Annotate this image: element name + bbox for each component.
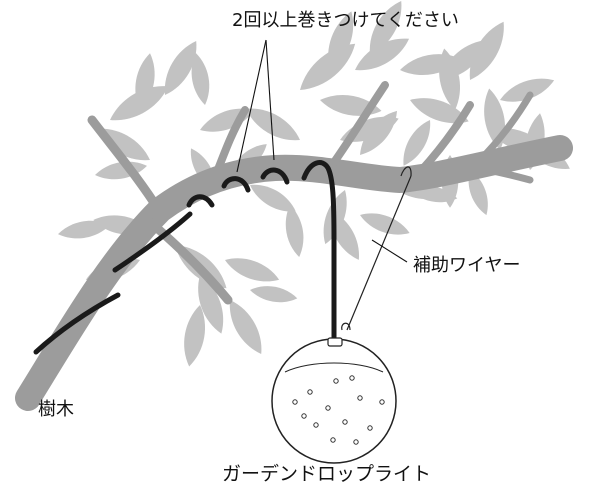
leaf <box>221 251 283 289</box>
cable-mid <box>112 211 193 273</box>
leader-wrap-1 <box>236 39 267 173</box>
leader-wrap-2 <box>265 39 275 161</box>
branch <box>206 106 249 194</box>
power-cable <box>33 160 337 355</box>
leaf <box>292 35 363 99</box>
callout-lines <box>236 39 408 263</box>
cable-loop <box>186 194 215 208</box>
globe-rim <box>284 362 384 373</box>
branch <box>87 115 165 217</box>
globe-holes <box>292 375 385 445</box>
wire-line <box>346 175 412 331</box>
cable-drop <box>301 160 337 341</box>
leaf <box>248 282 299 306</box>
label-support-wire: 補助ワイヤー <box>413 255 521 276</box>
garden-drop-light <box>271 337 397 464</box>
leaf <box>281 203 308 259</box>
leaf <box>357 207 413 241</box>
branch <box>326 81 389 172</box>
globe <box>271 338 397 464</box>
support-wire <box>341 166 412 331</box>
branch <box>441 161 534 184</box>
wire-ring <box>341 322 351 331</box>
branch <box>476 91 534 164</box>
light-cap <box>327 337 343 347</box>
cable-loop <box>221 176 251 193</box>
label-wrap-instruction: 2回以上巻きつけてください <box>232 10 459 31</box>
branch <box>416 101 474 176</box>
wire-hook <box>400 166 412 177</box>
leader-wire <box>371 239 408 263</box>
label-tree: 樹木 <box>38 399 74 420</box>
cable-lower <box>33 292 121 355</box>
label-garden-drop-light: ガーデンドロップライト <box>222 463 432 485</box>
foliage <box>56 0 575 369</box>
leaf <box>221 295 270 359</box>
branch <box>145 217 233 305</box>
cable-loop <box>260 167 290 185</box>
